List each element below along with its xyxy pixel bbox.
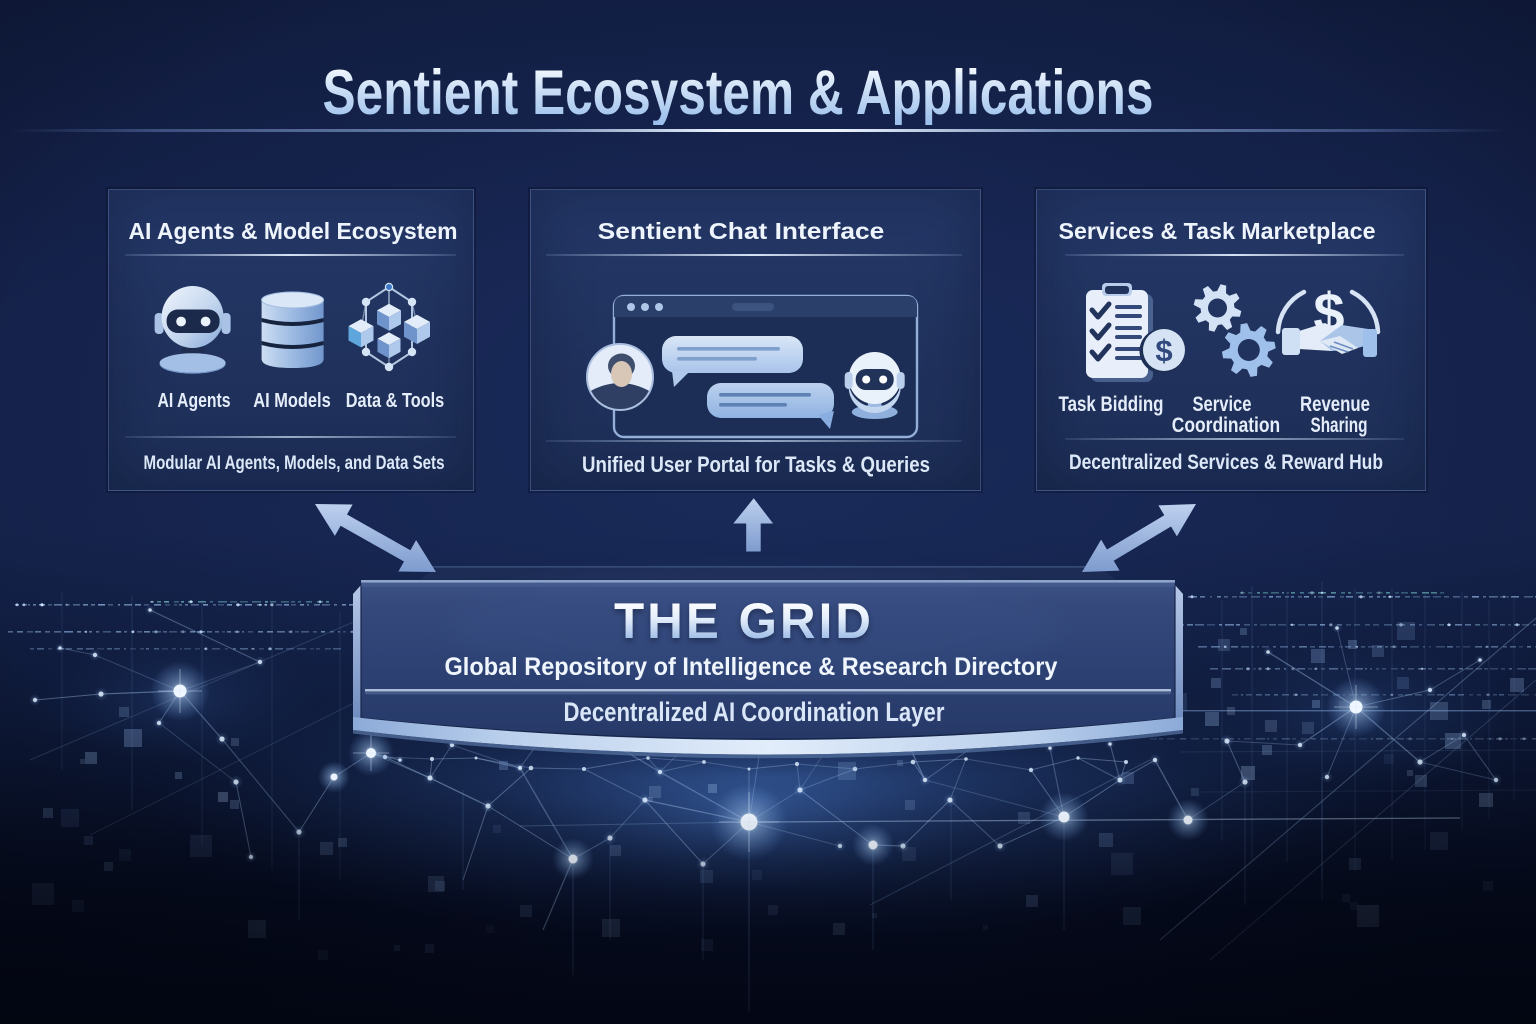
svg-text:$: $: [1155, 333, 1172, 368]
